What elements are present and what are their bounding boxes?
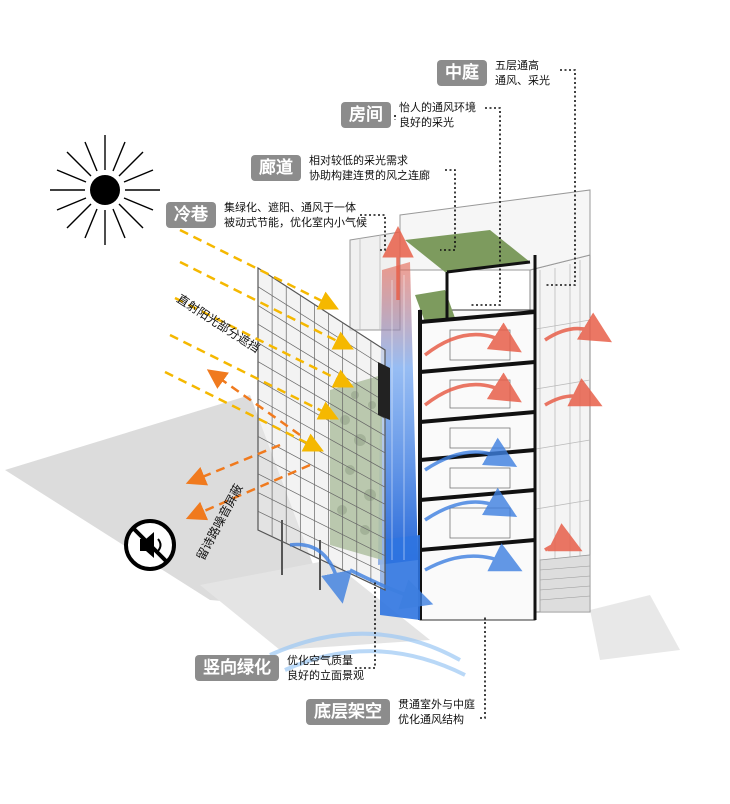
- cold-lane-shaft: [378, 262, 420, 620]
- leader-lines: [355, 69, 576, 719]
- wind-arrows-blue: [289, 437, 523, 610]
- mute-speaker-icon: [124, 519, 176, 571]
- sun-rays: [164, 228, 354, 452]
- tag-shuxiang-lvhua-desc: 优化空气质量良好的立面景观: [287, 654, 364, 682]
- tag-diceng-jiakong-desc: 贯通室外与中庭优化通风结构: [398, 698, 475, 726]
- section-building: [405, 230, 537, 621]
- tag-lengxiang-title: 冷巷: [166, 202, 216, 228]
- tag-zhongting-title: 中庭: [437, 60, 487, 86]
- tag-langdao: 廊道 相对较低的采光需求协助构建连贯的风之连廊: [251, 153, 430, 183]
- tag-lengxiang-desc: 集绿化、遮阳、通风于一体被动式节能，优化室内小气候: [224, 201, 367, 229]
- sun-icon: [50, 135, 160, 245]
- tag-shuxiang-lvhua: 竖向绿化 优化空气质量良好的立面景观: [195, 653, 364, 683]
- tag-langdao-title: 廊道: [251, 155, 301, 181]
- ground-shadow: [5, 395, 680, 660]
- right-building: [529, 254, 591, 613]
- tag-zhongting-desc: 五层通高通风、采光: [495, 59, 550, 87]
- tag-shuxiang-lvhua-title: 竖向绿化: [195, 655, 279, 681]
- tag-diceng-jiakong: 底层架空 贯通室外与中庭优化通风结构: [306, 697, 475, 727]
- tag-langdao-desc: 相对较低的采光需求协助构建连贯的风之连廊: [309, 154, 430, 182]
- tag-fangjian-desc: 怡人的通风环境良好的采光: [399, 101, 476, 129]
- wind-arrows-red: [382, 226, 613, 552]
- tag-fangjian: 房间 怡人的通风环境良好的采光: [341, 100, 476, 130]
- tag-zhongting: 中庭 五层通高通风、采光: [437, 58, 550, 88]
- tag-lengxiang: 冷巷 集绿化、遮阳、通风于一体被动式节能，优化室内小气候: [166, 200, 367, 230]
- noise-arrows: [185, 369, 311, 521]
- tag-diceng-jiakong-title: 底层架空: [306, 699, 390, 725]
- tag-fangjian-title: 房间: [341, 102, 391, 128]
